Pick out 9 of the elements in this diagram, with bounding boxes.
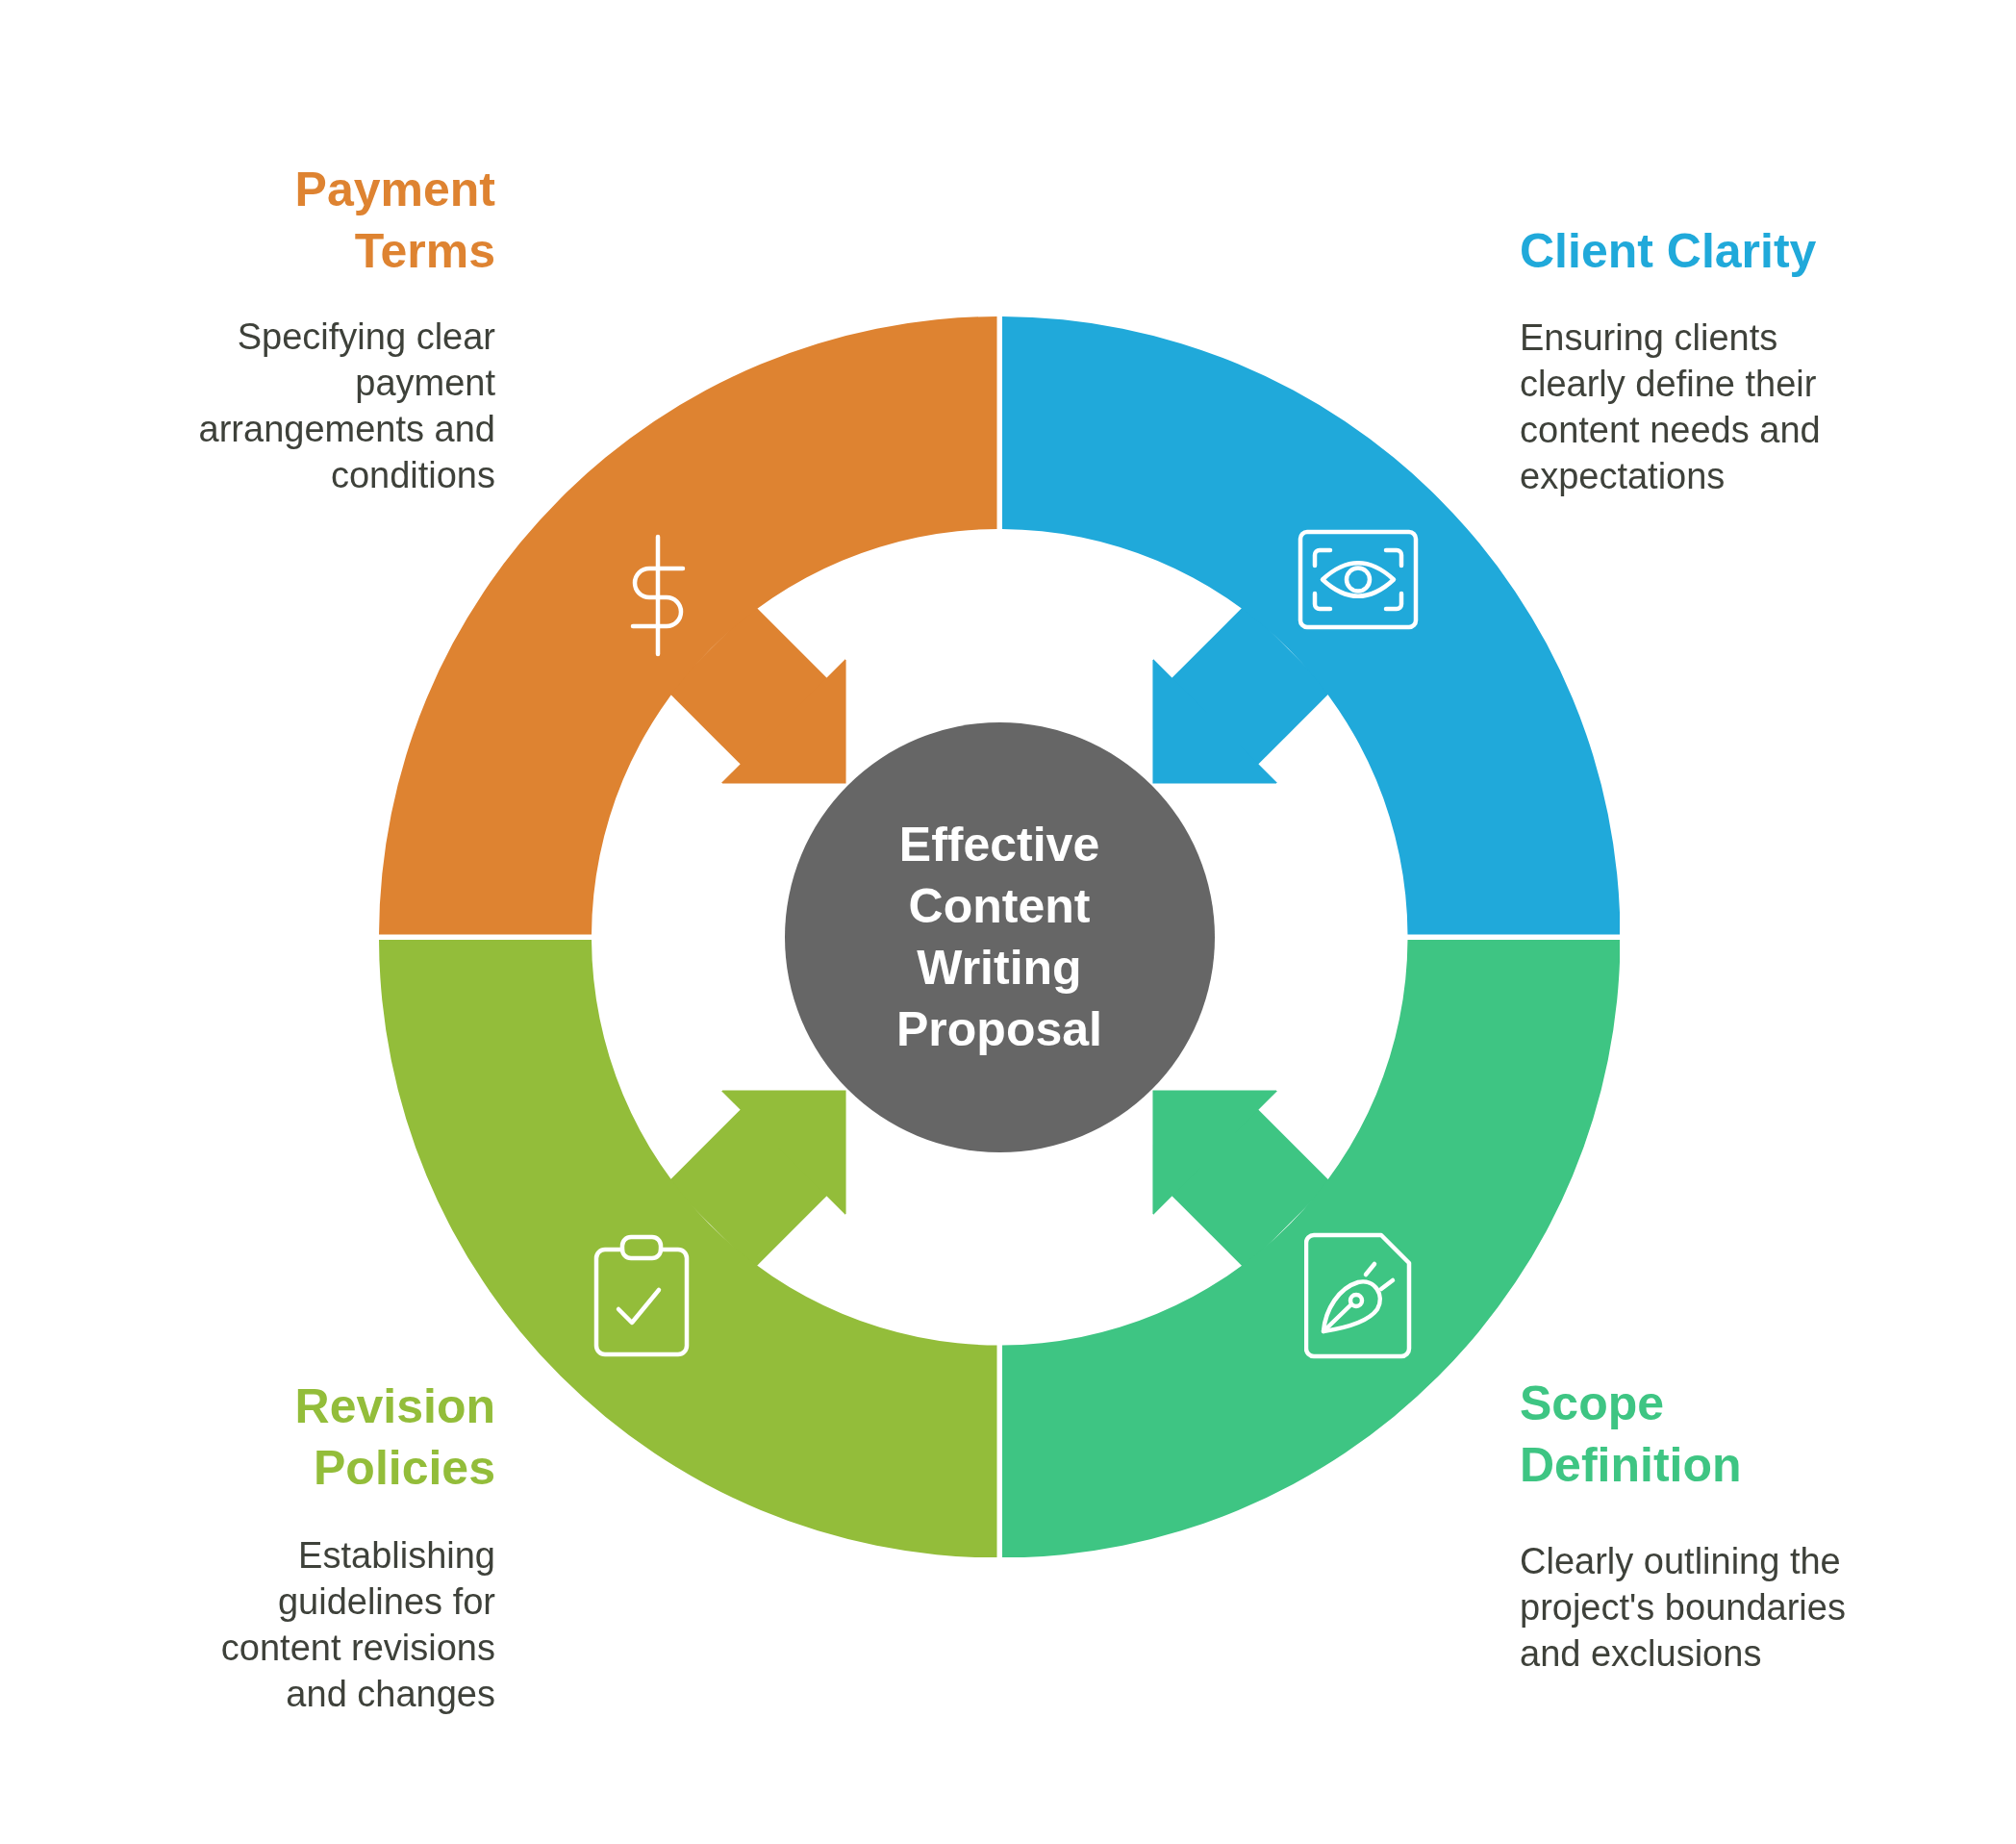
heading: Scope Definition — [1520, 1376, 1743, 1494]
description: Clearly outlining the project's boundaries and exclusions — [1520, 1540, 1847, 1676]
heading: Payment Terms — [293, 162, 495, 280]
hub-title: Effective Content Writing Proposal — [895, 817, 1103, 1058]
heading: Client Clarity — [1520, 223, 1818, 280]
heading: Revision Policies — [293, 1378, 495, 1497]
description: Ensuring clients clearly define their content needs and expectations — [1520, 316, 1822, 498]
description: Specifying clear payment arrangements and conditions — [197, 316, 495, 497]
description: Establishing guidelines for content revisions and changes — [219, 1534, 495, 1716]
